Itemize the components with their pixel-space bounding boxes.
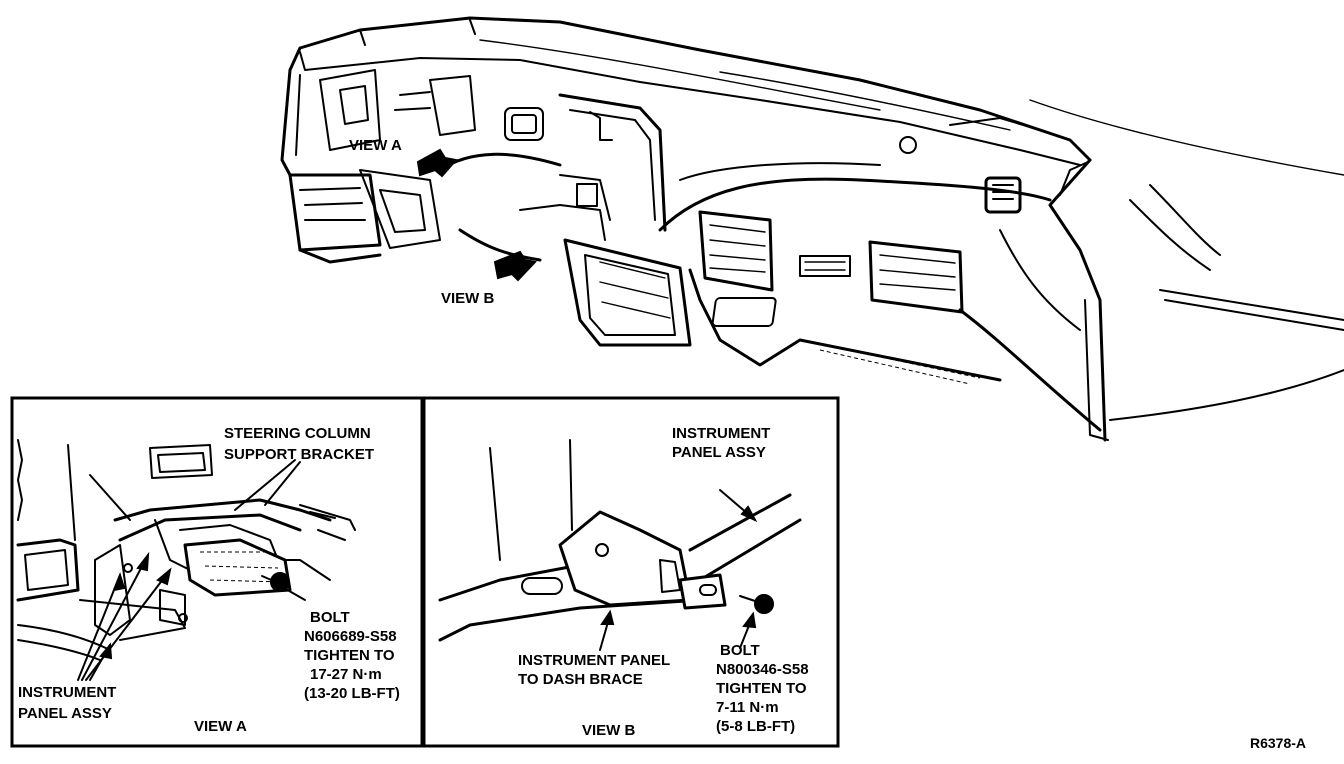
view-b-instrument-panel-label: INSTRUMENT PANEL ASSY [672, 425, 775, 461]
view-b-callout: VIEW B [441, 290, 495, 307]
view-a-callout: VIEW A [349, 137, 402, 154]
view-a-caption: VIEW A [194, 718, 247, 735]
view-b-caption: VIEW B [582, 722, 636, 739]
view-a-instrument-panel-label: INSTRUMENT PANEL ASSY [18, 684, 121, 722]
view-b-panel: INSTRUMENT PANEL ASSY INSTRUMENT PANEL T… [422, 396, 840, 748]
view-a-frame [10, 396, 424, 748]
view-a-bolt-spec: BOLT N606689-S58 TIGHTEN TO 17-27 N·m (1… [304, 609, 401, 702]
dash-brace-label: INSTRUMENT PANEL TO DASH BRACE [518, 652, 674, 688]
figure-code: R6378-A [1250, 735, 1306, 751]
view-b-frame [422, 396, 840, 748]
view-b-bolt-spec: BOLT N800346-S58 TIGHTEN TO 7-11 N·m (5-… [716, 642, 813, 735]
instrument-panel-overview: VIEW A VIEW B [280, 16, 1344, 442]
steering-column-bracket-label: STEERING COLUMN SUPPORT BRACKET [224, 425, 375, 463]
view-a-panel: STEERING COLUMN SUPPORT BRACKET INSTRUME… [10, 396, 424, 748]
